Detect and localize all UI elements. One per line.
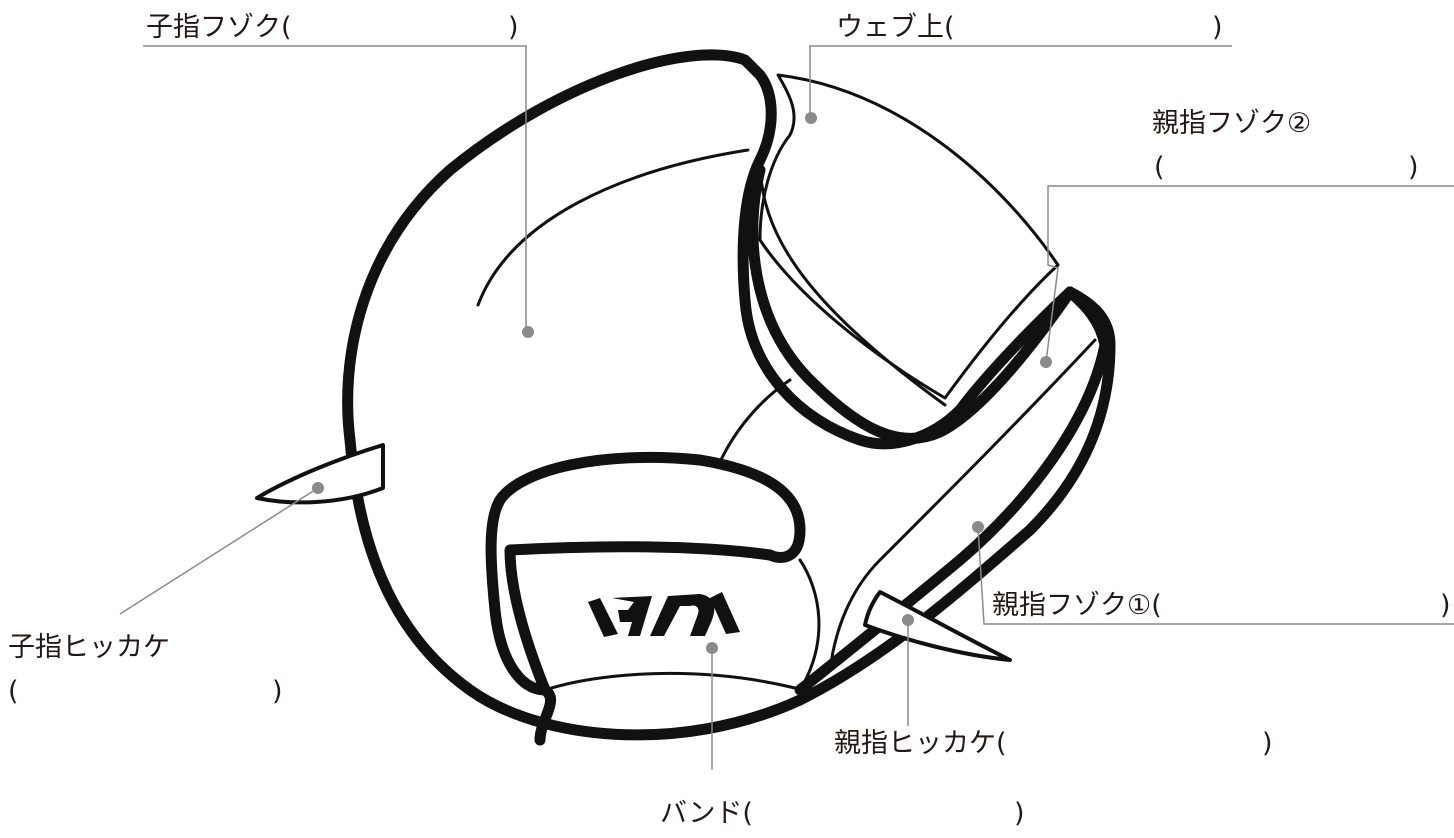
glove-illustration [255,49,1116,746]
dot-oyayubi-fuzoku-2 [1040,356,1052,368]
label-koyubi-fuzoku: 子指フゾク( [146,12,292,43]
web-lower-border [747,164,1076,444]
label-koyubi-hikkake: 子指ヒッカケ [8,632,170,663]
paren-close-koyubi-hikkake: ) [272,676,283,707]
paren-close-band: ) [1014,798,1025,829]
label-oyayubi-fuzoku-2: 親指フゾク② [1152,108,1311,139]
dot-oyayubi-fuzoku-1 [972,521,984,533]
label-band: バンド( [660,798,753,829]
leader-oyayubi-fuzoku-1 [977,526,1454,625]
paren-close-oyayubi-fuzoku-2: ) [1408,152,1419,183]
dot-koyubi-hikkake [312,482,324,494]
paren-close-oyayubi-hikkake: ) [1262,728,1273,759]
paren-open-koyubi-hikkake: ( [8,676,19,707]
label-oyayubi-hikkake: 親指ヒッカケ( [834,728,1007,759]
leader-oyayubi-fuzoku-2 [1045,185,1454,363]
label-web-ue: ウェブ上( [836,12,955,43]
paren-close-koyubi-fuzoku: ) [508,12,519,43]
thumb-seam [828,338,1097,672]
leaders [119,45,1454,770]
paren-open-oyayubi-fuzoku-2: ( [1154,152,1165,183]
dot-oyayubi-hikkake [902,614,914,626]
thumb-outline [794,286,1111,696]
paren-close-web-ue: ) [1212,12,1223,43]
dot-band [706,642,718,654]
web-inner-line [758,158,947,407]
band-outline [485,451,806,696]
leader-koyubi-hikkake [119,487,319,615]
leader-web-ue [809,45,1232,118]
pinky-seam [476,148,750,307]
leader-koyubi-fuzoku [143,45,527,332]
label-oyayubi-fuzoku-1: 親指フゾク①( [992,590,1162,621]
band-lower-curve [543,671,797,692]
labels: 子指フゾク( ) ウェブ上( ) 親指フゾク② ( ) 親指フゾク①( ) 子指… [8,12,1451,829]
band-side-curve [798,558,821,692]
web-panel [758,73,1060,400]
pinky-hook-tab [255,443,385,505]
band-strap [534,684,556,746]
dot-koyubi-fuzoku [522,326,534,338]
palm-line [718,378,792,464]
thumb-hook-tab [863,590,1012,662]
paren-close-oyayubi-fuzoku-1: ) [1440,590,1451,621]
hayakawa-ha-logo [588,592,740,637]
dot-web-ue [805,112,817,124]
